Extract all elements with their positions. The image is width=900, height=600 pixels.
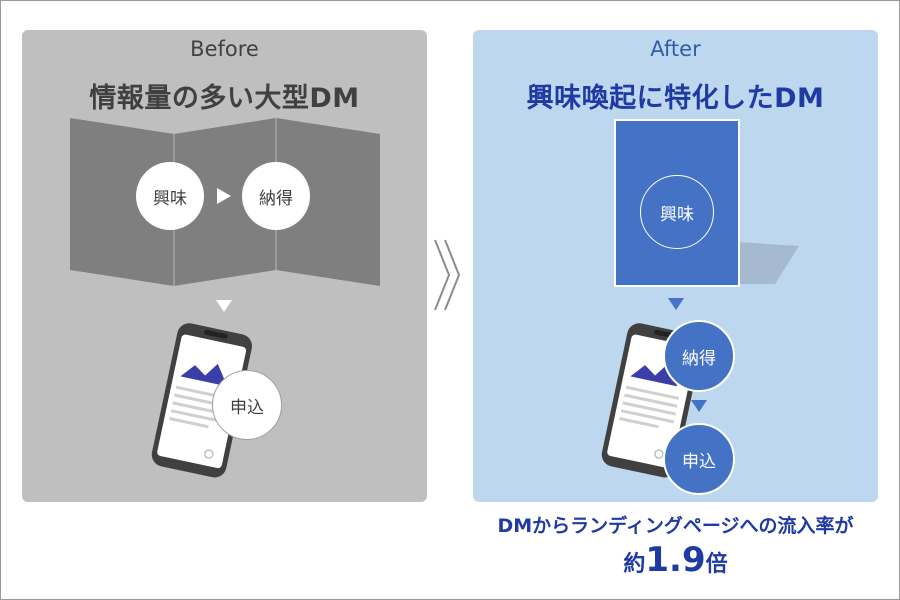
before-interest-text: 興味 <box>153 188 187 209</box>
before-panel: Before 情報量の多い大型DM 興味 納得 <box>22 30 427 502</box>
after-convinced-circle: 納得 <box>663 320 735 392</box>
arrow-down-icon <box>668 298 684 310</box>
result-suffix: 倍 <box>705 552 728 577</box>
after-panel: After 興味喚起に特化したDM 興味 納得 申込 <box>473 30 878 502</box>
before-apply-circle: 申込 <box>212 370 282 440</box>
result-value: 1.9 <box>645 540 706 580</box>
after-apply-text: 申込 <box>682 451 716 472</box>
double-chevron-right-icon <box>434 239 461 311</box>
smartphone-icon <box>151 323 252 478</box>
result-value-line: 約1.9倍 <box>473 540 878 580</box>
before-apply-text: 申込 <box>230 397 264 418</box>
after-convinced-text: 納得 <box>682 348 716 369</box>
before-convinced-text: 納得 <box>259 188 293 209</box>
before-interest-circle: 興味 <box>136 162 204 230</box>
arrow-down-icon <box>691 400 707 412</box>
after-apply-circle: 申込 <box>663 423 735 495</box>
after-interest-circle: 興味 <box>640 175 714 249</box>
before-convinced-circle: 納得 <box>242 162 310 230</box>
after-interest-text: 興味 <box>660 204 694 225</box>
before-heading: 情報量の多い大型DM <box>89 83 360 114</box>
before-label: Before <box>190 37 259 61</box>
result-line: DMからランディングページへの流入率が <box>497 515 854 537</box>
after-heading: 興味喚起に特化したDM <box>526 83 825 114</box>
result-prefix: 約 <box>623 552 646 577</box>
arrow-right-icon <box>217 188 231 204</box>
folded-dm-icon <box>70 118 380 286</box>
arrow-down-icon <box>216 300 232 312</box>
after-label: After <box>650 37 701 61</box>
